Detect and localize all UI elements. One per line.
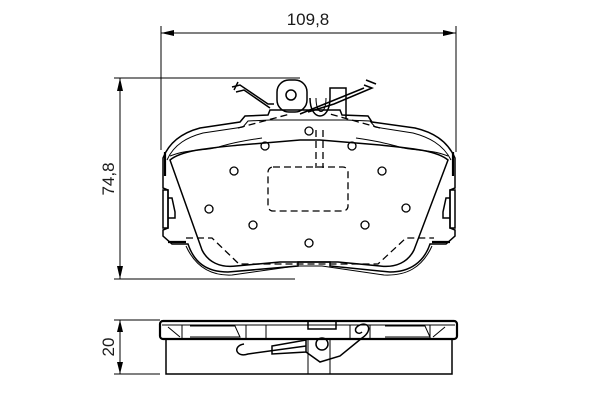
width-dimension: 109,8 (160, 10, 457, 152)
thickness-dimension: 20 (99, 319, 160, 375)
height-dimension: 74,8 (99, 77, 300, 280)
width-dimension-label: 109,8 (287, 10, 330, 29)
height-dimension-label: 74,8 (99, 162, 118, 195)
backing-plate-outline (162, 109, 456, 273)
wear-indicator-clip (231, 79, 377, 118)
pad-holes (204, 126, 411, 248)
side-view (158, 319, 459, 375)
friction-pad-outline (169, 139, 449, 268)
thickness-dimension-label: 20 (99, 338, 118, 357)
front-view (162, 79, 456, 276)
